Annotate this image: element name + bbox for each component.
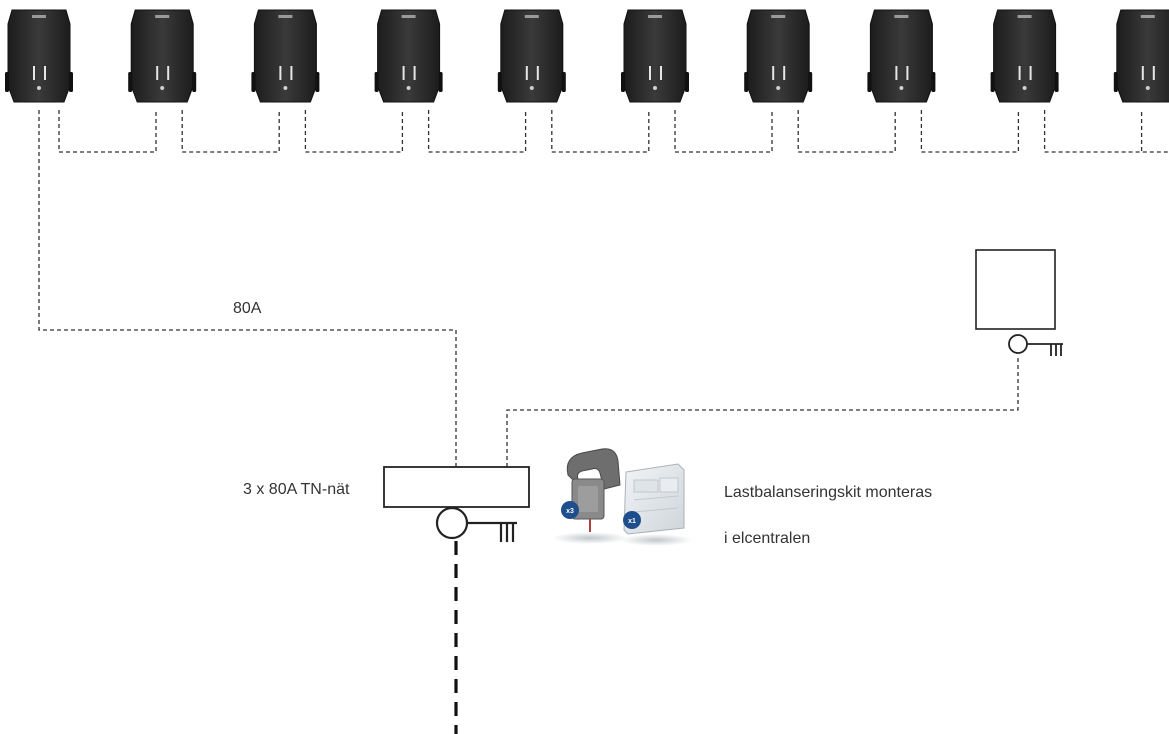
- ev-charger: [867, 9, 936, 103]
- kit-note-line2: i elcentralen: [724, 530, 811, 547]
- feeder-cable-80a: [38, 110, 457, 467]
- chain-segment: [428, 110, 527, 153]
- ev-charger: [128, 9, 197, 103]
- chain-segment: [182, 110, 280, 153]
- ct-clamp-image: x3: [552, 448, 628, 544]
- kit-note-line1: Lastbalanseringskit monteras: [724, 484, 933, 501]
- panel-link-cable: [506, 357, 1019, 467]
- grid-supply-label: 3 x 80A TN-nät: [243, 481, 350, 498]
- sub-panel-key-icon: [1008, 334, 1063, 356]
- ev-charger: [744, 9, 813, 103]
- ev-charger: [5, 9, 73, 103]
- ev-charger: [990, 9, 1059, 103]
- ev-charger: [251, 9, 320, 103]
- distribution-key-icon: [435, 506, 517, 542]
- chain-segment: [798, 110, 896, 153]
- daisy-chain-cabling: [58, 110, 1168, 153]
- ev-charger: [374, 9, 443, 103]
- ev-charger: [1113, 9, 1169, 103]
- chain-segment: [551, 110, 650, 153]
- ev-charger: [621, 9, 689, 103]
- feeder-current-label: 80A: [233, 300, 262, 317]
- chain-segment: [675, 110, 773, 153]
- distribution-box: [383, 466, 530, 508]
- chain-segment: [921, 110, 1020, 153]
- chain-segment: [59, 110, 157, 153]
- ct-clamp-qty-badge: x3: [566, 508, 574, 515]
- chain-segment: [1044, 110, 1143, 153]
- chain-segment: [305, 110, 404, 153]
- ev-charger: [497, 9, 566, 103]
- energy-meter-image: x1: [620, 463, 692, 546]
- charger-row: [5, 9, 1169, 103]
- meter-qty-badge: x1: [628, 518, 636, 525]
- sub-panel-box: [975, 249, 1056, 330]
